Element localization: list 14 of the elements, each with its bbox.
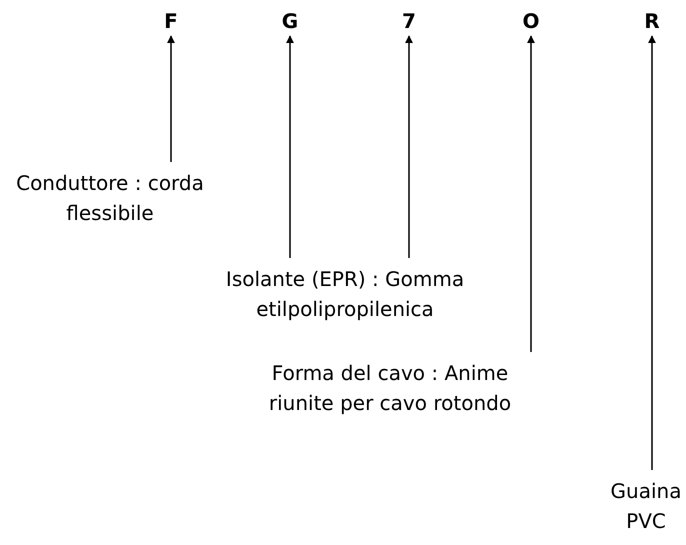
description-text: Conduttore : corda flessibile	[15, 170, 205, 227]
arrow	[167, 35, 175, 162]
code-letter: G	[282, 8, 298, 35]
code-letter: O	[522, 8, 540, 35]
description-text: Guaina PVC	[610, 478, 682, 535]
arrow	[405, 35, 413, 258]
arrow	[648, 35, 656, 470]
arrow	[527, 35, 535, 352]
code-letter: R	[644, 8, 660, 35]
description-text: Forma del cavo : Anime riunite per cavo rotondo	[268, 360, 512, 417]
description-text: Isolante (EPR) : Gomma etilpolipropilenica	[224, 266, 466, 323]
code-letter: F	[164, 8, 178, 35]
code-letter: 7	[402, 8, 416, 35]
arrow	[286, 35, 294, 258]
